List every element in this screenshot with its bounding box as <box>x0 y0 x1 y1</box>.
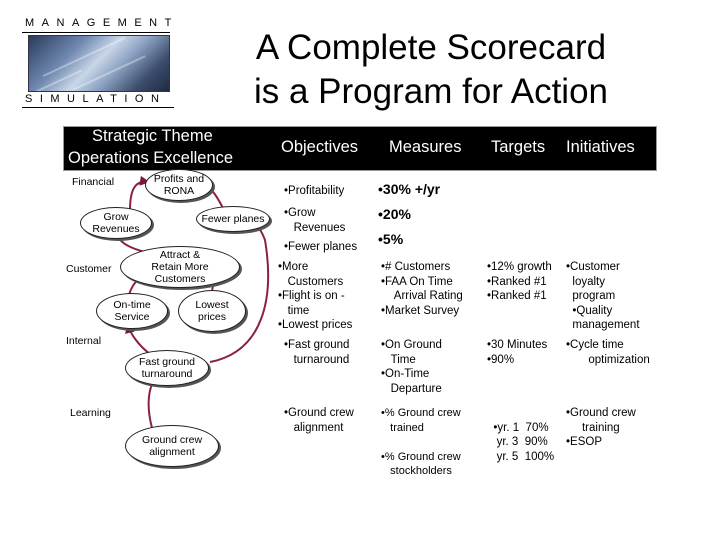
measure-profitability: 30% +/yr <box>378 181 440 197</box>
arrow-grow-to-profits <box>129 175 150 211</box>
measure-learning: % Ground crew trained % Ground crew stoc… <box>381 406 461 479</box>
perspective-customer: Customer <box>66 263 112 275</box>
measure-internal: On Ground Time On-Time Departure <box>381 338 442 396</box>
column-header-measures: Measures <box>389 138 462 156</box>
strategic-theme-label: Strategic Theme <box>92 127 213 145</box>
page-title: A Complete Scorecard is a Program for Ac… <box>196 26 666 114</box>
logo-rule <box>22 32 170 33</box>
objective-fast-ground: Fast ground turnaround <box>284 338 349 367</box>
column-header-objectives: Objectives <box>281 138 359 156</box>
perspective-financial: Financial <box>72 176 115 188</box>
measure-customer: # Customers FAA On Time Arrival Rating M… <box>381 260 463 318</box>
initiative-internal: Cycle time optimization <box>566 338 650 367</box>
table-header-bar <box>63 126 657 171</box>
objective-profitability: Profitability <box>284 184 344 199</box>
initiative-learning: Ground crew training ESOP <box>566 406 636 450</box>
objective-ground-crew: Ground crew alignment <box>284 406 354 435</box>
column-header-targets: Targets <box>491 138 546 156</box>
initiative-customer: •Customer loyalty program Quality manage… <box>566 260 640 333</box>
objective-customer: More Customers Flight is on - time Lowes… <box>278 260 352 333</box>
perspective-internal: Internal <box>66 335 102 347</box>
arrow-fast-to-ontime <box>125 323 151 355</box>
target-learning: yr. 1 70% yr. 3 90% yr. 5 100% <box>487 406 554 464</box>
logo-bottom-text: SIMULATION <box>25 93 167 105</box>
objective-fewer-planes: Fewer planes <box>284 240 357 255</box>
measure-grow-revenues: 20% <box>378 206 411 222</box>
column-header-initiatives: Initiatives <box>566 138 635 156</box>
objective-grow-revenues: Grow Revenues <box>284 206 345 235</box>
logo-rule <box>22 107 174 108</box>
logo-image <box>28 35 170 92</box>
operations-excellence-label: Operations Excellence <box>68 149 234 167</box>
target-customer: 12% growth Ranked #1 Ranked #1 <box>487 260 552 304</box>
title-line-2: is a Program for Action <box>253 72 609 111</box>
logo-top-text: MANAGEMENT <box>25 17 179 29</box>
perspective-learning: Learning <box>70 407 111 419</box>
node-fewer-planes: Fewer planes <box>196 206 270 232</box>
title-line-1: A Complete Scorecard <box>255 28 607 67</box>
target-internal: 30 Minutes 90% <box>487 338 547 367</box>
measure-fewer-planes: 5% <box>378 231 403 247</box>
